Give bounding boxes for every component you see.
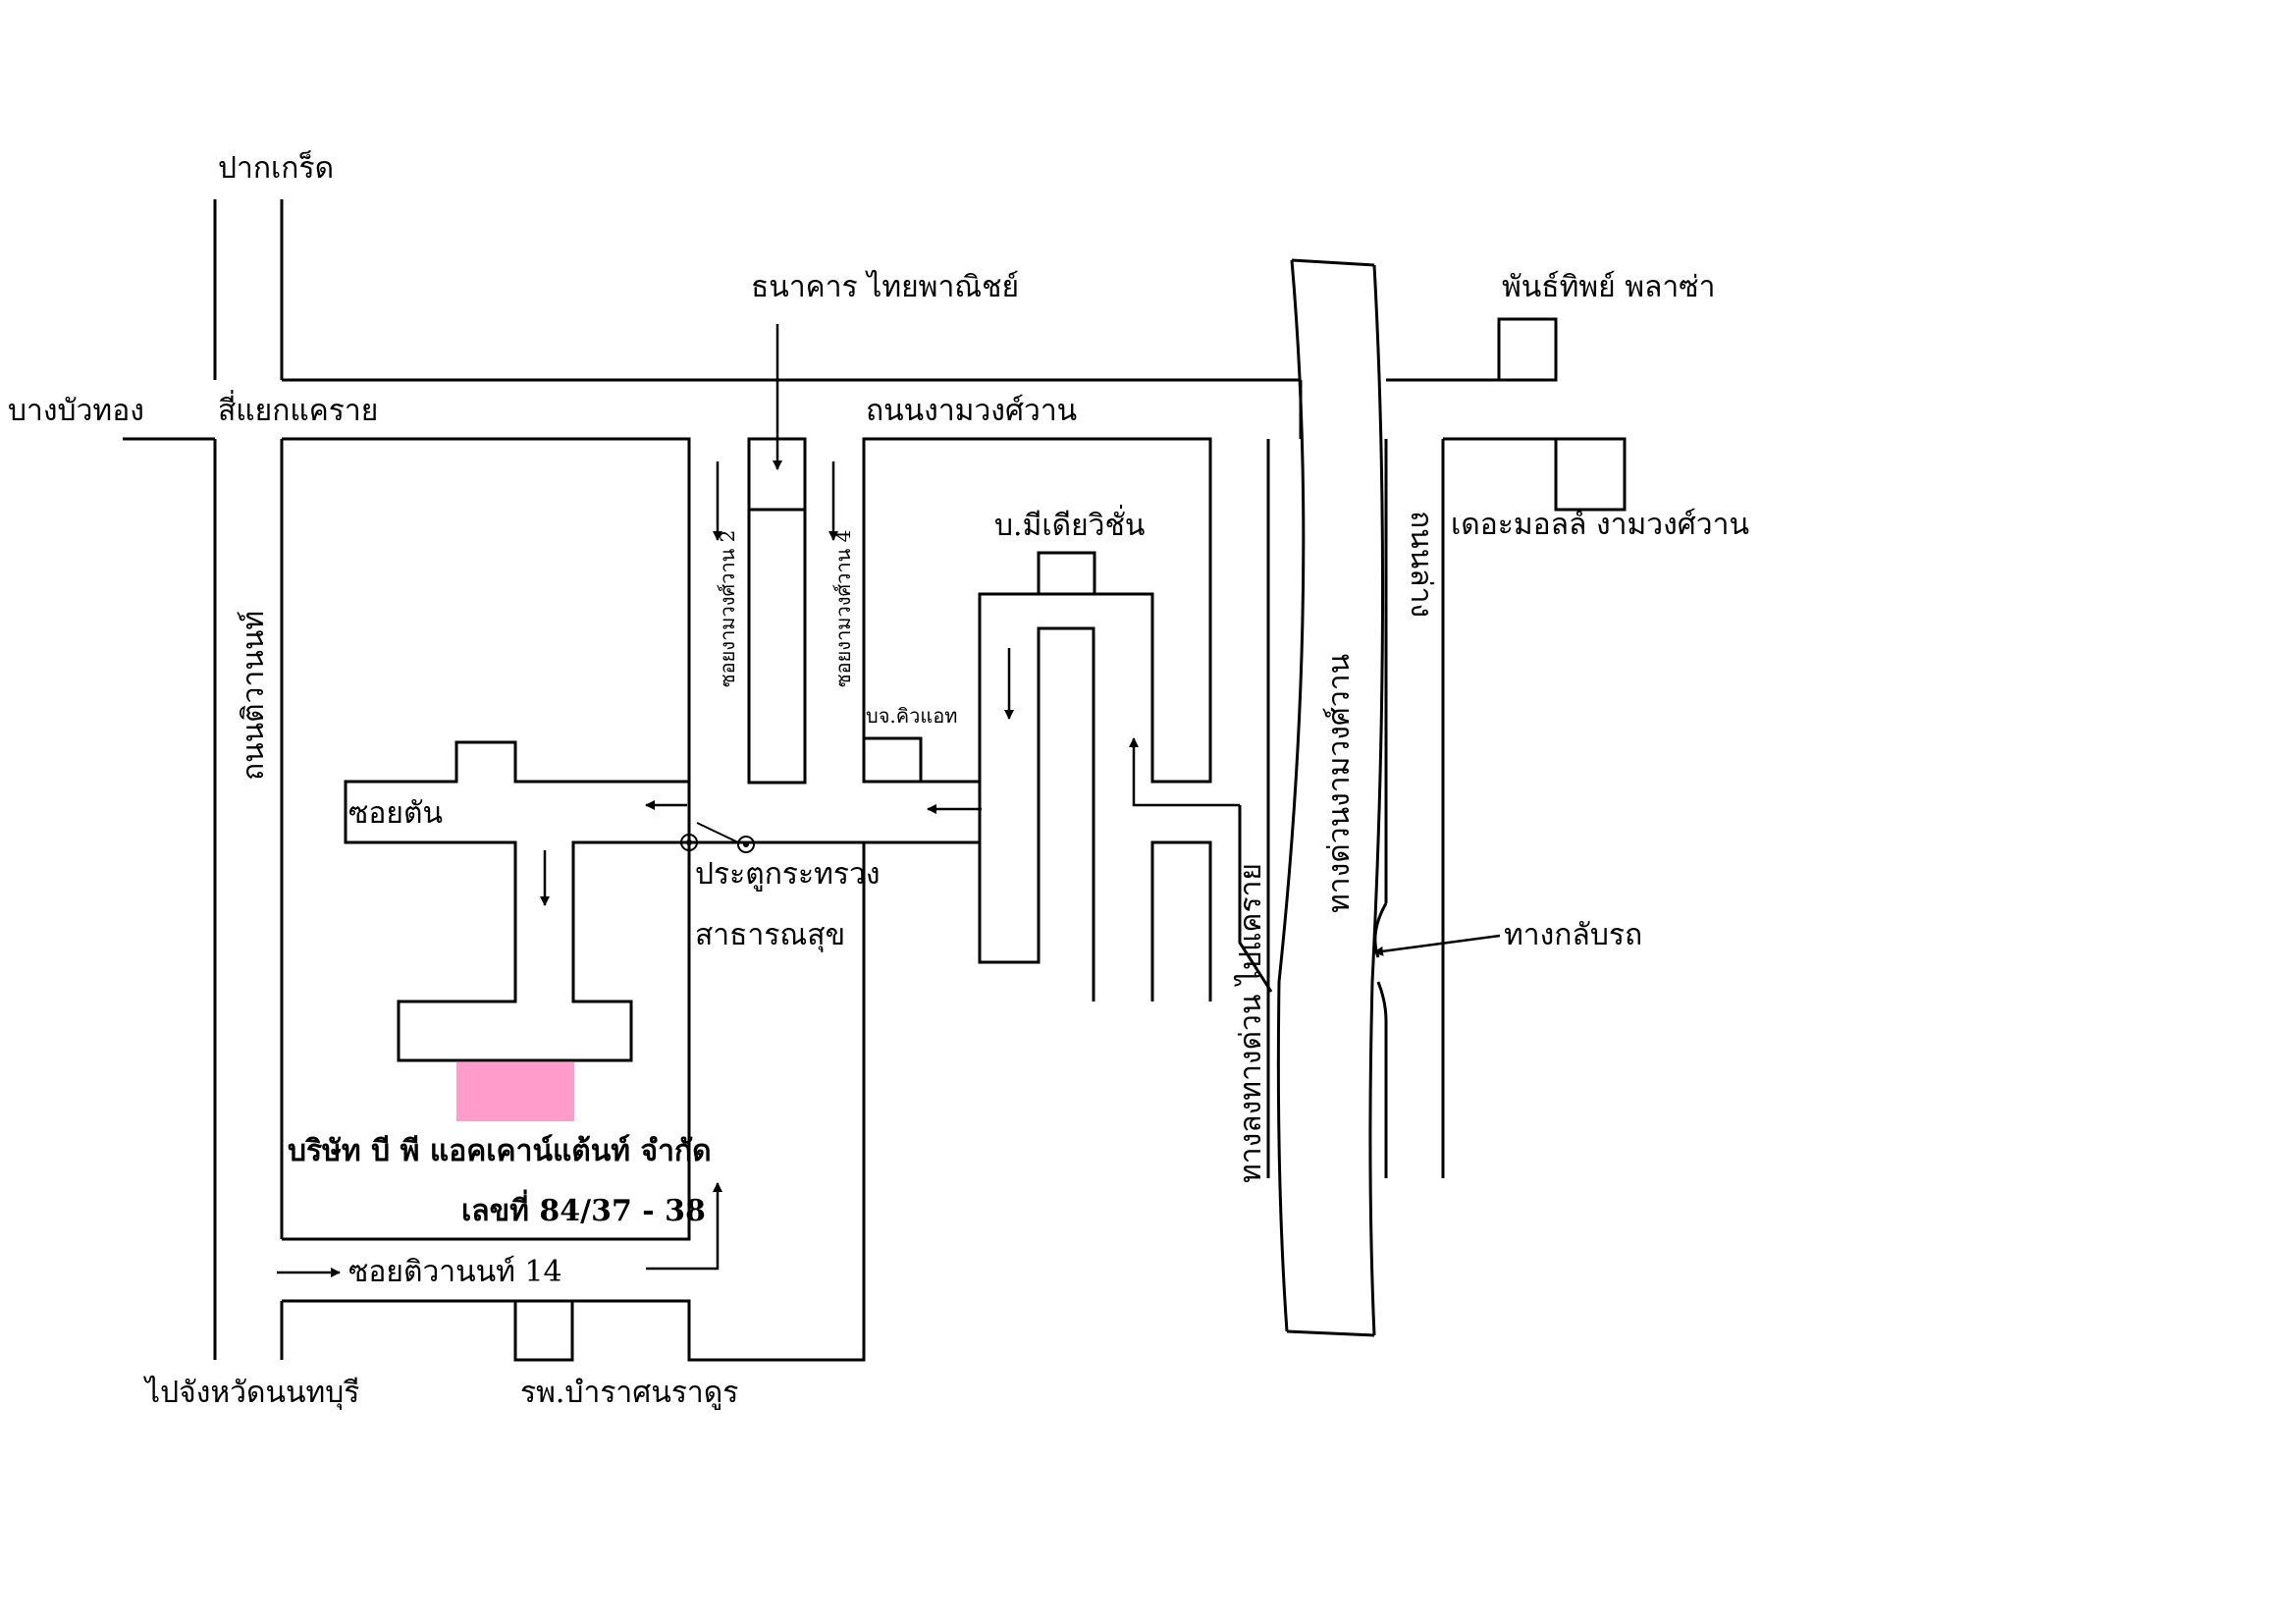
label-soi-ngam-4: ซอยงามวงศ์วาน 4 <box>831 530 855 687</box>
expressway-band <box>1276 258 1385 1337</box>
label-soi-ngam-2: ซอยงามวงศ์วาน 2 <box>716 530 739 687</box>
label-to-nonthaburi: ไปจังหวัดนนทบุรี <box>143 1375 359 1411</box>
tiwanon-road-lines <box>213 199 284 1360</box>
label-u-turn: ทางกลับรถ <box>1504 918 1642 952</box>
label-phan-thip-plaza: พันธ์ทิพย์ พลาซ่า <box>1502 270 1715 304</box>
label-bang-bua-thong: บางบัวทอง <box>8 394 144 428</box>
label-soi-tiwanon-14: ซอยติวานนท์ 14 <box>348 1255 562 1289</box>
media-vision-block <box>862 437 1212 1001</box>
label-gate-line2: สาธารณสุข <box>695 918 845 953</box>
gate-markers <box>680 822 755 853</box>
label-media-vision: บ.มีเดียวิชั่น <box>994 505 1145 543</box>
label-ngam-wong-wan-expressway: ทางด่วนงามวงศ์วาน <box>1322 654 1357 913</box>
direction-arrows <box>277 324 1501 1277</box>
label-tiwanon-road: ถนนติวานนท์ <box>237 611 271 781</box>
label-scb-bank: ธนาคาร ไทยพาณิชย์ <box>751 269 1019 304</box>
label-expressway-down: ทางลงทางด่วน ไปแคราย <box>1233 863 1268 1183</box>
soi-ngam-2-block <box>747 437 807 785</box>
label-the-mall: เดอะมอลล์ งามวงศ์วาน <box>1451 508 1749 542</box>
label-road-below: ถนนล่าง <box>1404 511 1438 618</box>
label-ngam-wong-wan-road: ถนนงามวงศ์วาน <box>866 394 1077 428</box>
the-mall-box <box>1554 437 1627 512</box>
label-soi-tan: ซอยตัน <box>348 796 443 831</box>
label-gate-line1: ประตูกระทรวง <box>695 857 881 892</box>
label-bamrasnaradura: รพ.บำราศนราดูร <box>520 1376 738 1410</box>
label-khae-rai-junction: สี่แยกแคราย <box>218 390 378 428</box>
bamrasnaradura-box <box>513 1299 574 1362</box>
company-marker <box>456 1062 574 1121</box>
phan-thip-plaza-box <box>1497 317 1558 382</box>
label-company-name: บริษัท บี พี แอคเคาน์แต้นท์ จำกัด <box>288 1134 712 1168</box>
label-pak-kret: ปากเกร็ด <box>218 149 334 186</box>
label-company-address: เลขที่ 84/37 - 38 <box>461 1189 706 1228</box>
company-block <box>282 437 866 1362</box>
label-qat-company: บจ.คิวแอท <box>866 704 957 728</box>
